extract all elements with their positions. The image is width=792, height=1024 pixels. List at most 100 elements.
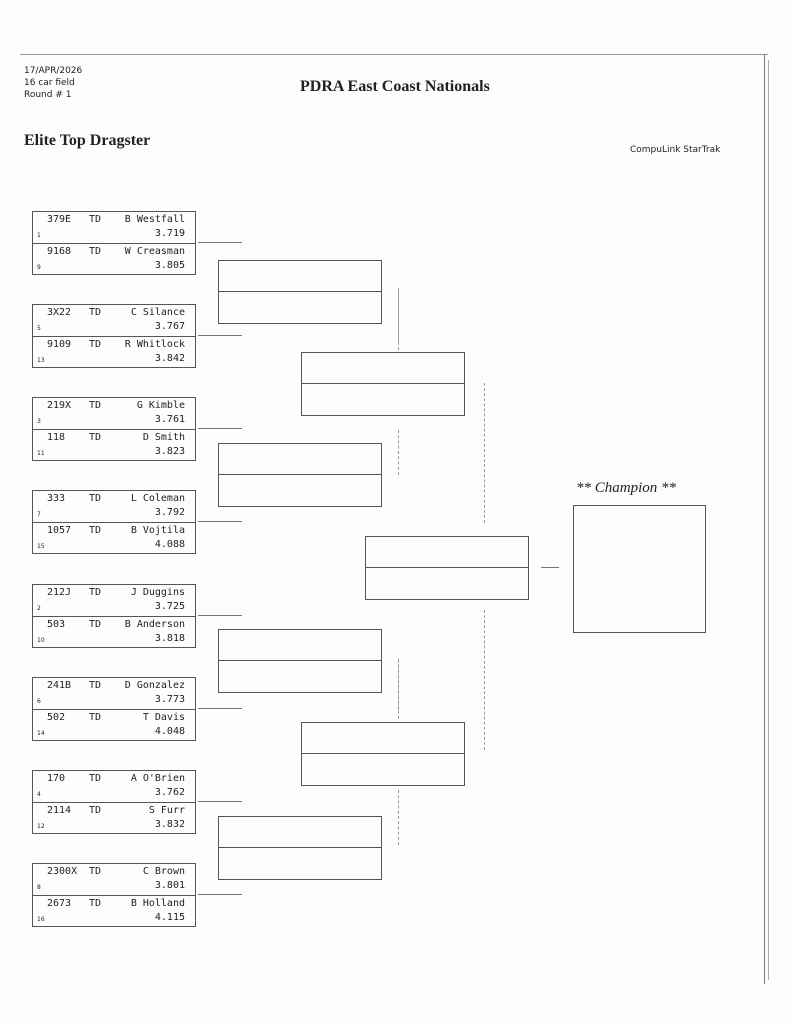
driver-name: A O'Brien (130, 773, 185, 784)
elapsed-time: 4.115 (154, 912, 185, 923)
elapsed-time: 3.805 (154, 260, 185, 271)
software-brand: CompuLink StarTrak (630, 145, 721, 155)
elapsed-time: 3.801 (154, 880, 185, 891)
class-code: TD (89, 898, 102, 909)
entry: 219X TD G Kimble 3.761 3 (33, 398, 195, 429)
driver-name: G Kimble (136, 400, 185, 411)
driver-name: C Brown (142, 866, 185, 877)
seed-number: 5 (37, 325, 41, 332)
connector (398, 790, 399, 845)
elapsed-time: 3.823 (154, 446, 185, 457)
seed-number: 3 (37, 418, 41, 425)
elapsed-time: 3.761 (154, 414, 185, 425)
class-code: TD (89, 214, 102, 225)
class-code: TD (89, 619, 102, 630)
connector (484, 610, 485, 750)
car-number: 333 (47, 493, 66, 504)
elapsed-time: 3.719 (154, 228, 185, 239)
driver-name: B Holland (130, 898, 185, 909)
round2-box (218, 629, 382, 693)
class-code: TD (89, 866, 102, 877)
connector (198, 708, 242, 709)
driver-name: W Creasman (124, 246, 185, 257)
seed-number: 12 (37, 823, 45, 830)
seed-number: 16 (37, 916, 45, 923)
round2-box (218, 816, 382, 880)
champion-box (573, 505, 706, 633)
round3-box (301, 352, 465, 416)
car-number: 219X (47, 400, 72, 411)
car-number: 1057 (47, 525, 72, 536)
connector (198, 242, 242, 243)
car-number: 379E (47, 214, 72, 225)
elapsed-time: 3.762 (154, 787, 185, 798)
seed-number: 14 (37, 730, 45, 737)
connector (398, 430, 399, 475)
class-code: TD (89, 493, 102, 504)
class-code: TD (89, 712, 102, 723)
car-number: 2114 (47, 805, 72, 816)
date: 17/APR/2026 (24, 66, 83, 76)
seed-number: 13 (37, 357, 45, 364)
class-code: TD (89, 525, 102, 536)
elapsed-time: 4.048 (154, 726, 185, 737)
seed-number: 9 (37, 264, 41, 271)
class-code: TD (89, 432, 102, 443)
driver-name: B Westfall (124, 214, 185, 225)
right-border-inner (768, 60, 769, 980)
elapsed-time: 3.773 (154, 694, 185, 705)
class-title: Elite Top Dragster (24, 132, 151, 149)
elapsed-time: 3.818 (154, 633, 185, 644)
connector (198, 335, 242, 336)
seed-number: 8 (37, 884, 41, 891)
elapsed-time: 3.832 (154, 819, 185, 830)
car-number: 9168 (47, 246, 72, 257)
connector (198, 894, 242, 895)
seed-number: 6 (37, 698, 41, 705)
car-number: 2673 (47, 898, 72, 909)
seed-number: 7 (37, 511, 41, 518)
connector (198, 428, 242, 429)
class-code: TD (89, 307, 102, 318)
driver-name: B Vojtila (130, 525, 185, 536)
champion-label: ** Champion ** (576, 480, 677, 496)
driver-name: T Davis (142, 712, 185, 723)
car-number: 241B (47, 680, 72, 691)
entry: 2673 TD B Holland 4.115 16 (33, 895, 195, 926)
connector (198, 521, 242, 522)
driver-name: L Coleman (130, 493, 185, 504)
car-number: 2300X (47, 866, 78, 877)
driver-name: C Silance (130, 307, 185, 318)
connector (198, 615, 242, 616)
driver-name: D Gonzalez (124, 680, 185, 691)
connector (541, 567, 559, 568)
seed-number: 10 (37, 637, 45, 644)
driver-name: B Anderson (124, 619, 185, 630)
car-number: 170 (47, 773, 66, 784)
elapsed-time: 3.842 (154, 353, 185, 364)
event-title: PDRA East Coast Nationals (300, 78, 490, 95)
connector (198, 801, 242, 802)
elapsed-time: 4.088 (154, 539, 185, 550)
class-code: TD (89, 400, 102, 411)
driver-name: S Furr (148, 805, 185, 816)
elapsed-time: 3.767 (154, 321, 185, 332)
